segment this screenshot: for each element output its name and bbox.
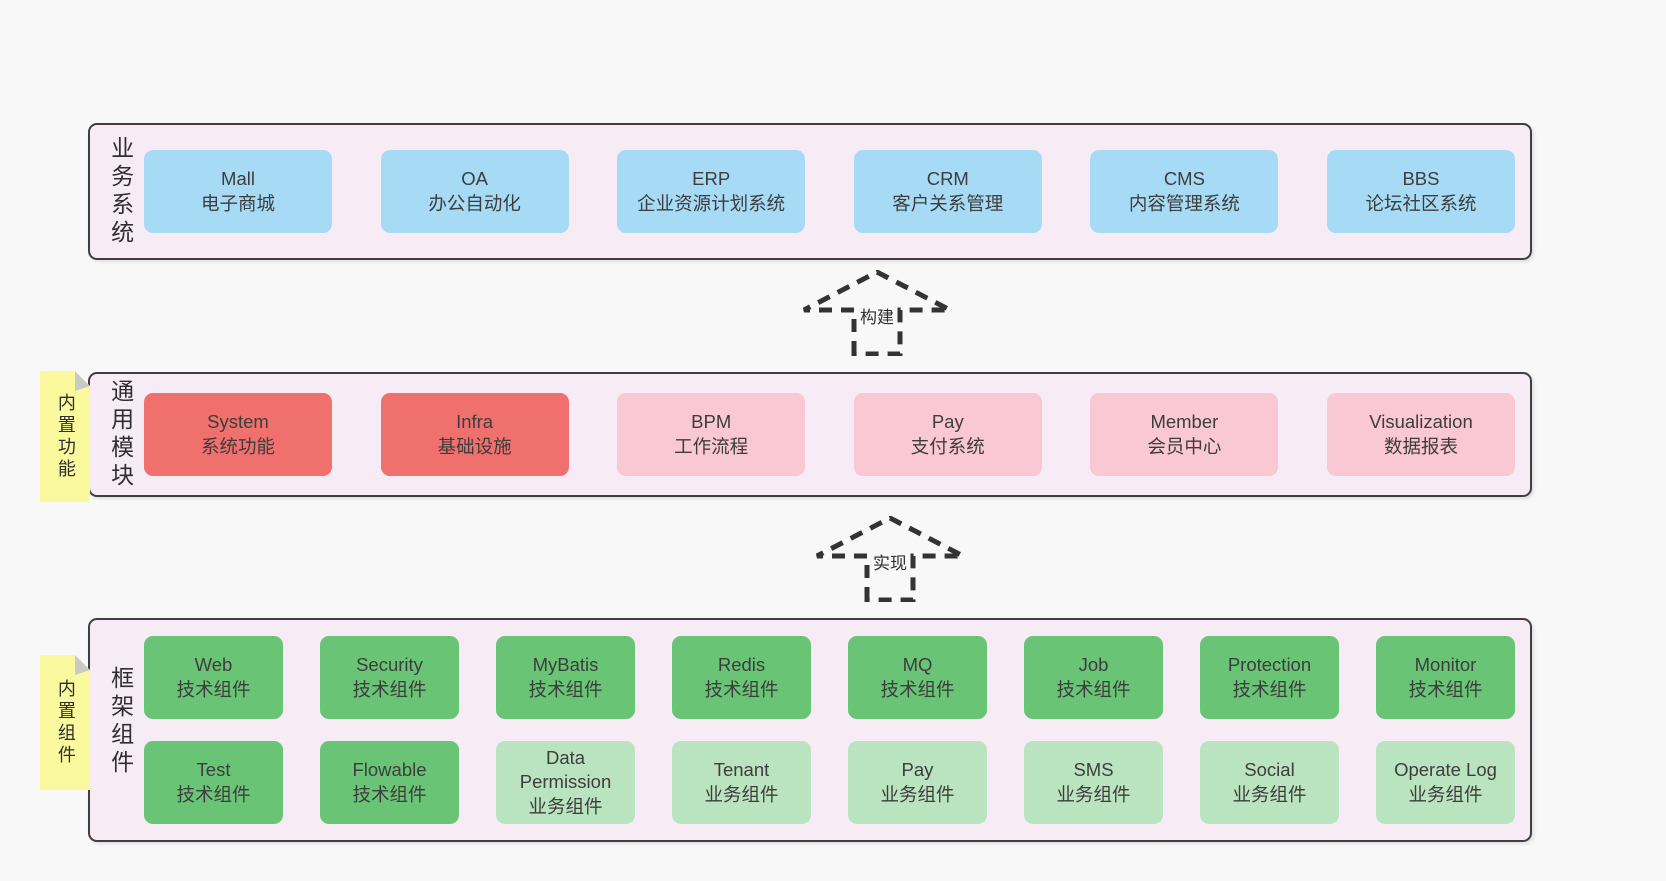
box-pay: Pay 支付系统 bbox=[853, 393, 1042, 476]
box-protection: Protection 技术组件 bbox=[1200, 636, 1339, 719]
box-data-permission: Data Permission 业务组件 bbox=[496, 741, 635, 824]
band-common-modules: 通用模块 System 系统功能 Infra 基础设施 BPM 工作流程 Pay… bbox=[88, 372, 1532, 497]
box-system: System 系统功能 bbox=[144, 393, 332, 476]
box-cms: CMS 内容管理系统 bbox=[1090, 150, 1279, 233]
band-label: 业务系统 bbox=[107, 135, 134, 248]
arrow-build-label: 构建 bbox=[857, 303, 897, 328]
box-bbs: BBS 论坛社区系统 bbox=[1326, 150, 1515, 233]
band-label-column: 业务系统 bbox=[90, 125, 140, 258]
box-test: Test 技术组件 bbox=[144, 741, 283, 824]
box-web: Web 技术组件 bbox=[144, 636, 283, 719]
box-job: Job 技术组件 bbox=[1024, 636, 1163, 719]
box-visualization: Visualization 数据报表 bbox=[1326, 393, 1515, 476]
box-member: Member 会员中心 bbox=[1090, 393, 1279, 476]
box-erp: ERP 企业资源计划系统 bbox=[617, 150, 806, 233]
box-mybatis: MyBatis 技术组件 bbox=[496, 636, 635, 719]
box-security: Security 技术组件 bbox=[320, 636, 459, 719]
box-bpm: BPM 工作流程 bbox=[617, 393, 806, 476]
band-label: 框架组件 bbox=[107, 666, 134, 778]
arrow-implement: 实现 bbox=[815, 516, 965, 602]
framework-row-1: Web 技术组件 Security 技术组件 MyBatis 技术组件 Redi… bbox=[144, 636, 1515, 719]
band-label-column: 框架组件 bbox=[90, 620, 140, 840]
common-modules-row: System 系统功能 Infra 基础设施 BPM 工作流程 Pay 支付系统… bbox=[144, 374, 1515, 495]
arrow-up-icon bbox=[815, 516, 965, 602]
box-mall: Mall 电子商城 bbox=[144, 150, 332, 233]
framework-row-2: Test 技术组件 Flowable 技术组件 Data Permission … bbox=[144, 741, 1515, 824]
box-infra: Infra 基础设施 bbox=[380, 393, 569, 476]
arrow-up-icon bbox=[802, 270, 952, 356]
box-mq: MQ 技术组件 bbox=[848, 636, 987, 719]
box-tenant: Tenant 业务组件 bbox=[672, 741, 811, 824]
box-sms: SMS 业务组件 bbox=[1024, 741, 1163, 824]
band-framework-components: 框架组件 Web 技术组件 Security 技术组件 MyBatis 技术组件… bbox=[88, 618, 1532, 842]
box-social: Social 业务组件 bbox=[1200, 741, 1339, 824]
arrow-build: 构建 bbox=[802, 270, 952, 356]
business-systems-row: Mall 电子商城 OA 办公自动化 ERP 企业资源计划系统 CRM 客户关系… bbox=[144, 125, 1515, 258]
band-label: 通用模块 bbox=[107, 378, 134, 491]
box-pay-biz: Pay 业务组件 bbox=[848, 741, 987, 824]
box-crm: CRM 客户关系管理 bbox=[853, 150, 1042, 233]
band-business-systems: 业务系统 Mall 电子商城 OA 办公自动化 ERP 企业资源计划系统 CRM… bbox=[88, 123, 1532, 260]
box-oa: OA 办公自动化 bbox=[380, 150, 569, 233]
box-redis: Redis 技术组件 bbox=[672, 636, 811, 719]
box-flowable: Flowable 技术组件 bbox=[320, 741, 459, 824]
box-operate-log: Operate Log 业务组件 bbox=[1376, 741, 1515, 824]
sticky-built-in-components: 内置组件 bbox=[40, 655, 90, 790]
band-label-column: 通用模块 bbox=[90, 374, 140, 495]
box-monitor: Monitor 技术组件 bbox=[1376, 636, 1515, 719]
framework-components-grid: Web 技术组件 Security 技术组件 MyBatis 技术组件 Redi… bbox=[144, 620, 1515, 840]
sticky-built-in-features: 内置功能 bbox=[40, 371, 90, 502]
arrow-implement-label: 实现 bbox=[870, 549, 910, 574]
